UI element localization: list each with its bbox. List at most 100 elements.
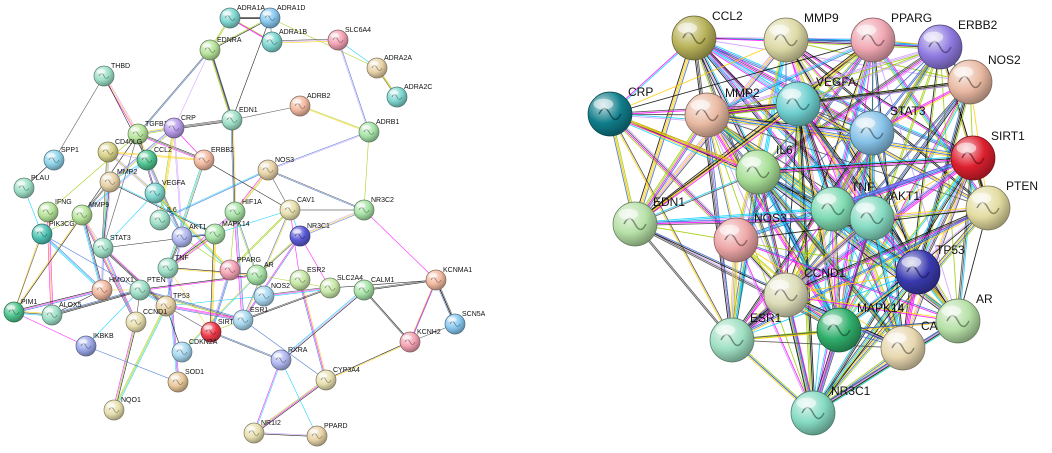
node-slc2a4[interactable]: SLC2A4 <box>319 275 363 299</box>
node-tp53[interactable]: TP53 <box>895 243 965 295</box>
node-highlight <box>923 31 944 43</box>
node-ar[interactable]: AR <box>246 262 274 286</box>
node-nos2[interactable]: NOS2 <box>253 283 290 307</box>
node-ppard[interactable]: PPARD <box>306 423 348 447</box>
edge-VEGFA-NR3C1 <box>799 103 816 413</box>
node-il6[interactable]: IL6 <box>149 207 177 231</box>
node-highlight <box>6 305 16 310</box>
node-nos3[interactable]: NOS3 <box>713 211 787 263</box>
edge-AKT1-ESR1 <box>733 219 874 342</box>
node-adrb1[interactable]: ADRB1 <box>358 119 399 143</box>
node-erbb2[interactable]: ERBB2 <box>193 147 234 171</box>
edge-CAV1-ESR1 <box>242 209 290 320</box>
edge-MMP2-MAPK14 <box>110 181 216 234</box>
node-mmp2[interactable]: MMP2 <box>684 86 760 138</box>
node-nr3c1[interactable]: NR3C1 <box>790 384 871 436</box>
node-sirt1[interactable]: SIRT1 <box>950 129 1025 181</box>
node-ccl2[interactable]: CCL2 <box>671 9 743 61</box>
node-mmp2[interactable]: MMP2 <box>99 169 137 193</box>
node-mapk14[interactable]: MAPK14 <box>816 301 905 353</box>
node-calm1[interactable]: CALM1 <box>353 277 394 301</box>
node-pten[interactable]: PTEN <box>965 179 1038 231</box>
edge-ADRB1-NR3C2 <box>363 131 370 211</box>
node-plau[interactable]: PLAU <box>13 175 49 199</box>
node-sirt1[interactable]: SIRT1 <box>200 319 238 343</box>
node-esr2[interactable]: ESR2 <box>289 267 325 291</box>
node-tnf[interactable]: TNF <box>810 180 874 232</box>
node-label: SLC2A4 <box>337 275 363 282</box>
node-erbb2[interactable]: ERBB2 <box>917 18 998 70</box>
node-esr1[interactable]: ESR1 <box>709 311 782 363</box>
node-adra1a[interactable]: ADRA1A <box>219 5 265 29</box>
node-hmox1[interactable]: HMOX1 <box>91 277 134 301</box>
node-pim1[interactable]: PIM1 <box>3 299 37 323</box>
node-slc6a4[interactable]: SLC6A4 <box>327 27 371 51</box>
node-mmp9[interactable]: MMP9 <box>71 202 109 226</box>
node-label: ERBB2 <box>958 18 998 32</box>
node-ccnd1[interactable]: CCND1 <box>763 266 846 318</box>
node-sod1[interactable]: SOD1 <box>167 369 204 393</box>
node-nr3c1[interactable]: NR3C1 <box>289 223 330 247</box>
node-vegfa[interactable]: VEGFA <box>775 75 856 127</box>
node-mmp9[interactable]: MMP9 <box>763 11 839 63</box>
node-adra2c[interactable]: ADRA2C <box>386 84 432 108</box>
node-kcnh2[interactable]: KCNH2 <box>399 329 441 353</box>
node-esr1[interactable]: ESR1 <box>232 307 268 331</box>
node-hif1a[interactable]: HIF1A <box>224 199 262 223</box>
node-adra1d[interactable]: ADRA1D <box>259 5 305 29</box>
node-kcnma1[interactable]: KCNMA1 <box>425 267 472 291</box>
node-spp1[interactable]: SPP1 <box>43 147 79 171</box>
node-stat3[interactable]: STAT3 <box>92 235 131 259</box>
node-ar[interactable]: AR <box>935 292 993 344</box>
node-nr1i2[interactable]: NR1I2 <box>243 420 281 444</box>
node-adra2a[interactable]: ADRA2A <box>366 55 412 79</box>
node-pparg[interactable]: PPARG <box>219 257 261 281</box>
node-edn1[interactable]: EDN1 <box>221 107 258 131</box>
node-ccl2[interactable]: CCL2 <box>136 147 172 171</box>
node-highlight <box>158 299 168 304</box>
node-cav1[interactable]: CAV1 <box>279 197 315 221</box>
node-alox5[interactable]: ALOX5 <box>41 302 82 326</box>
node-crp[interactable]: CRP <box>163 115 196 139</box>
node-scn5a[interactable]: SCN5A <box>444 311 486 335</box>
node-thbd[interactable]: THBD <box>93 63 130 87</box>
node-vegfa[interactable]: VEGFA <box>144 180 186 204</box>
node-pparg[interactable]: PPARG <box>850 11 932 63</box>
node-nqo1[interactable]: NQO1 <box>103 397 141 421</box>
node-crp[interactable]: CRP <box>587 85 653 137</box>
node-cdkn2a[interactable]: CDKN2A <box>171 339 218 363</box>
node-adra1b[interactable]: ADRA1B <box>261 29 307 53</box>
node-akt1[interactable]: AKT1 <box>171 224 207 248</box>
edge-ERBB2-PTEN <box>940 46 990 208</box>
node-tnf[interactable]: TNF <box>157 255 189 279</box>
node-cd40lg[interactable]: CD40LG <box>97 139 142 163</box>
node-il6[interactable]: IL6 <box>735 143 793 195</box>
node-edn1[interactable]: EDN1 <box>612 195 685 247</box>
node-nos2[interactable]: NOS2 <box>947 53 1021 105</box>
node-ikbkb[interactable]: IKBKB <box>75 333 114 357</box>
node-nr3c2[interactable]: NR3C2 <box>353 197 394 221</box>
node-mapk14[interactable]: MAPK14 <box>204 221 250 245</box>
node-pten[interactable]: PTEN <box>129 277 166 301</box>
edge-SLC2A4-ESR1 <box>242 287 330 320</box>
node-highlight <box>170 375 180 380</box>
node-akt1[interactable]: AKT1 <box>849 189 920 241</box>
node-ednra[interactable]: EDNRA <box>199 37 242 61</box>
node-cyp3a4[interactable]: CYP3A4 <box>315 367 360 391</box>
edge-CCND1-AR <box>786 293 959 321</box>
node-adrb2[interactable]: ADRB2 <box>289 93 330 117</box>
node-tgfb1[interactable]: TGFB1 <box>127 121 168 145</box>
node-ccnd1[interactable]: CCND1 <box>125 309 167 333</box>
node-rxra[interactable]: RXRA <box>270 347 308 371</box>
node-tp53[interactable]: TP53 <box>155 293 190 317</box>
edge-EDN1-HIF1A <box>232 119 237 212</box>
node-stat3[interactable]: STAT3 <box>849 104 926 156</box>
node-nos3[interactable]: NOS3 <box>257 157 294 181</box>
node-label: CD40LG <box>115 139 142 146</box>
node-pik3cg[interactable]: PIK3CG <box>31 221 75 245</box>
edge-RXRA-NR1I2 <box>253 359 281 433</box>
edge-ADRB1-NOS3 <box>268 132 370 171</box>
node-ifng[interactable]: IFNG <box>37 199 72 223</box>
node-highlight <box>152 213 162 218</box>
edge-ADRB2-ADRB1 <box>299 106 369 133</box>
